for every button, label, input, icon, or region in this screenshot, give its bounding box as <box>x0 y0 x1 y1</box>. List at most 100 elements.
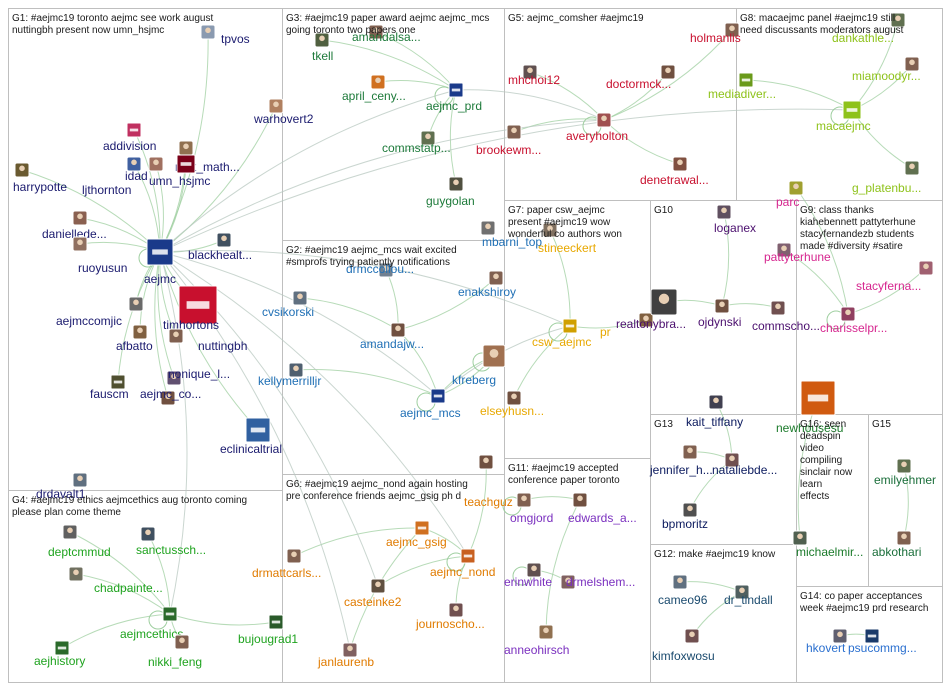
node-holmanlis[interactable]: holmanlis <box>690 22 741 45</box>
node-ruoyusun[interactable]: ruoyusun <box>72 236 127 275</box>
node-deptcmmud[interactable]: deptcmmud <box>48 524 111 559</box>
node-newhousesu[interactable]: newhousesu <box>776 380 843 435</box>
node-elseyhusn[interactable]: elseyhusn... <box>480 390 544 418</box>
node-drmccollou[interactable]: drmccollou... <box>346 262 414 278</box>
node-anneohirsch[interactable]: anneohirsch <box>504 624 569 657</box>
edge-cvsikorski-amandajw <box>299 297 399 331</box>
node-addivision[interactable]: addivision <box>103 122 156 153</box>
node-enakshiroy[interactable]: enakshiroy <box>458 270 516 299</box>
node-warhovert2[interactable]: warhovert2 <box>253 98 314 126</box>
node-brookewm[interactable]: brookewm... <box>476 124 541 157</box>
node-april_ceny[interactable]: april_ceny... <box>342 74 406 103</box>
node-aejmc_nond[interactable]: aejmc_nond <box>430 548 495 579</box>
node-hkovert[interactable]: hkovert <box>806 628 848 655</box>
node-stacyferna[interactable]: stacyferna... <box>856 260 934 293</box>
node-kimfoxwosu[interactable]: kimfoxwosu <box>652 628 715 663</box>
node-chadpainte[interactable]: chadpainte... <box>68 566 163 595</box>
node-amandalsa[interactable]: amandalsa... <box>352 24 421 44</box>
node-drmelshem[interactable]: drmelshem... <box>560 574 635 590</box>
node-cvsikorski[interactable]: cvsikorski <box>262 290 314 319</box>
node-nuttingbh[interactable]: nuttingbh <box>168 328 247 353</box>
node-denetrawal[interactable]: denetrawal... <box>640 156 709 187</box>
node-aejmc_prd[interactable]: aejmc_prd <box>426 82 482 113</box>
node-label: addivision <box>103 139 156 153</box>
node-averyholton[interactable]: averyholton <box>566 112 628 143</box>
node-mhchoi12[interactable]: mhchoi12 <box>508 64 560 87</box>
edge-stineeckert-csw_aejmc <box>549 229 571 327</box>
node-fauscm[interactable]: fauscm <box>90 374 129 401</box>
node-realtonybra[interactable]: realtonybra... <box>616 288 686 331</box>
node-kait_tiffany[interactable]: kait_tiffany <box>686 394 743 429</box>
node-aejmc_mcs[interactable]: aejmc_mcs <box>400 388 461 420</box>
node-tpvos[interactable]: tpvos <box>200 24 250 46</box>
node-stineeckert[interactable]: stineeckert <box>538 222 597 255</box>
node-nataliebde[interactable]: nataliebde... <box>712 452 777 477</box>
node-label: kait_tiffany <box>686 415 743 429</box>
node-psucommg[interactable]: psucommg... <box>848 628 917 655</box>
node-label: emilyehmer <box>874 473 936 487</box>
node-g_platenbu[interactable]: g_platenbu... <box>852 160 921 195</box>
node-csw_aejmc[interactable]: csw_aejmc <box>532 318 591 349</box>
node-guygolan[interactable]: guygolan <box>426 176 475 208</box>
node-aejhistory[interactable]: aejhistory <box>34 640 85 668</box>
edge-aejmc-averyholton <box>159 119 605 253</box>
node-harrypotter[interactable]: harrypotte <box>13 162 67 194</box>
node-eclinicaltrial[interactable]: eclinicaltrial <box>220 417 282 456</box>
node-mbarni[interactable]: mbarni_top <box>480 220 542 249</box>
node-jennifer_h[interactable]: jennifer_h... <box>649 444 713 477</box>
node-ljthornton[interactable]: ljthornton <box>82 156 164 197</box>
node-aejmcethics[interactable]: aejmcethics <box>120 606 183 641</box>
node-dr_tindall[interactable]: dr_tindall <box>724 584 773 607</box>
node-aejmc_co[interactable]: aejmc_co... <box>140 387 201 406</box>
edge-amandalsa-aejmc_prd <box>375 31 457 91</box>
node-omgjord[interactable]: omgjord <box>510 492 553 525</box>
node-dankathle[interactable]: dankathle... <box>832 12 906 45</box>
node-afbatto[interactable]: afbatto <box>116 324 153 353</box>
node-doctormck[interactable]: doctormck... <box>606 64 676 91</box>
avatar-face-icon <box>171 373 177 380</box>
node-label: pattyterhune <box>764 250 831 264</box>
node-label: csw_aejmc <box>532 335 591 349</box>
node-commscho[interactable]: commscho... <box>752 300 820 333</box>
node-nikki_feng[interactable]: nikki_feng <box>148 634 202 669</box>
node-bpmoritz[interactable]: bpmoritz <box>662 502 708 531</box>
node-kfreberg[interactable]: kfreberg <box>452 344 506 387</box>
node-drdavalt[interactable]: drdavalt1 <box>36 472 88 501</box>
node-emilyehmer[interactable]: emilyehmer <box>874 458 936 487</box>
node-aejmc[interactable]: aejmc <box>144 238 176 286</box>
node-amandajw[interactable]: amandajw... <box>360 322 424 351</box>
node-ojdynski[interactable]: ojdynski <box>698 298 741 329</box>
node-kellymerrilljr[interactable]: kellymerrilljr <box>258 362 321 388</box>
node-casteinke2[interactable]: casteinke2 <box>344 578 402 609</box>
node-tkell[interactable]: tkell <box>312 32 333 63</box>
node-daniellede[interactable]: daniellede... <box>42 210 107 241</box>
node-erinwhite[interactable]: erinwhite <box>504 562 552 589</box>
node-umn_hsjmc[interactable]: umn_hsjmc <box>149 154 210 188</box>
node-bujougrad1[interactable]: bujougrad1 <box>238 614 298 646</box>
node-pattyterhune[interactable]: pattyterhune <box>764 242 831 264</box>
node-edwards_a[interactable]: edwards_a... <box>568 492 637 525</box>
node-pr[interactable]: pr <box>600 312 654 339</box>
node-macaejmc[interactable]: macaejmc <box>816 100 871 133</box>
node-mediadiver[interactable]: mediadiver... <box>708 72 776 101</box>
node-aejmccomjic[interactable]: aejmccomjic <box>56 296 144 328</box>
node-charisselpr[interactable]: charisselpr... <box>820 306 887 335</box>
node-sanctussch[interactable]: sanctussch... <box>136 526 206 557</box>
node-monique_l[interactable]: nonique_l... <box>166 367 230 386</box>
node-aejmc_gsig[interactable]: aejmc_gsig <box>386 520 447 549</box>
node-michaelmir[interactable]: michaelmir... <box>792 530 863 559</box>
node-loganex[interactable]: loganex <box>714 204 756 235</box>
node-teachguz[interactable]: teachguz <box>464 454 513 509</box>
node-timhortons[interactable]: timhortons <box>163 285 219 332</box>
node-blackhealt[interactable]: blackhealt... <box>188 232 252 262</box>
node-abkothari[interactable]: abkothari <box>872 530 921 559</box>
logo-mark-icon <box>451 88 461 92</box>
node-idad[interactable]: idad <box>125 156 148 183</box>
node-janlaurenb[interactable]: janlaurenb <box>317 642 374 669</box>
node-drmattcarls[interactable]: drmattcarls... <box>252 548 321 580</box>
node-cameo96[interactable]: cameo96 <box>658 574 708 607</box>
node-commstatp[interactable]: commstatp... <box>382 130 451 155</box>
node-miamoodyr[interactable]: miamoodyr... <box>852 56 921 83</box>
node-parc[interactable]: parc <box>776 180 804 209</box>
node-journoscho[interactable]: journoscho... <box>415 602 485 631</box>
